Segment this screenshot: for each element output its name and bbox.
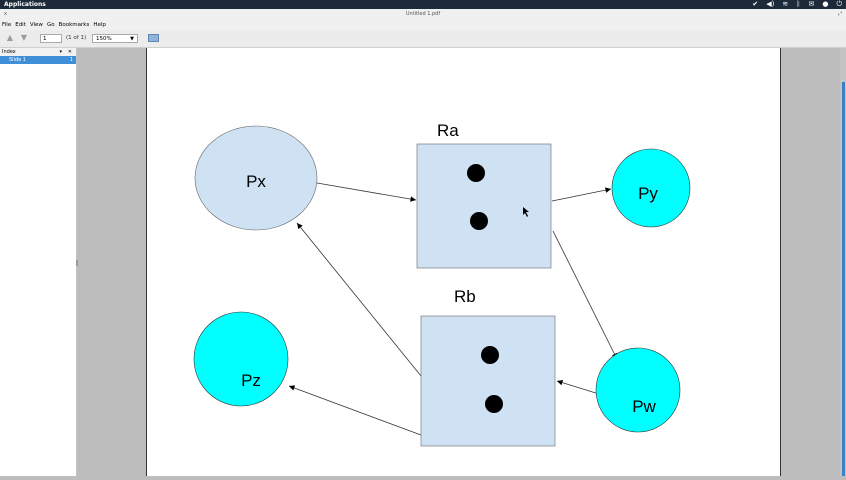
- power-icon[interactable]: ⏻: [836, 0, 842, 8]
- arrow-px-ra: [316, 182, 417, 202]
- system-tray: ✔ ◀) ≋ ᛒ ✉ ● ⏻: [752, 0, 842, 9]
- sidebar-item-label: Slide 1: [9, 57, 26, 63]
- node-px: [194, 125, 318, 231]
- menu-view[interactable]: View: [29, 22, 43, 28]
- arrow-rb-pz: [288, 385, 422, 436]
- dot-ra-1: [467, 164, 485, 182]
- applications-menu[interactable]: Applications: [4, 1, 46, 8]
- menu-bookmarks[interactable]: Bookmarks: [58, 22, 90, 28]
- sidebar-item-slide-1[interactable]: Slide 1 1: [0, 56, 76, 64]
- vertical-scrollbar[interactable]: [840, 48, 846, 476]
- dot-rb-1: [481, 346, 499, 364]
- mail-icon[interactable]: ✉: [808, 0, 815, 8]
- close-icon[interactable]: x: [4, 11, 7, 17]
- page-count: (1 of 1): [66, 35, 87, 41]
- label-pz: Pz: [241, 371, 261, 390]
- menu-help[interactable]: Help: [93, 22, 106, 28]
- node-ra: [416, 143, 552, 269]
- dot-rb-2: [485, 395, 503, 413]
- sidebar-header: Index ▾ ✕: [0, 48, 76, 56]
- label-rb: Rb: [454, 287, 476, 306]
- menu-edit[interactable]: Edit: [15, 22, 26, 28]
- zoom-value: 150%: [96, 36, 112, 42]
- mouse-cursor-icon: [523, 207, 529, 217]
- node-py: [611, 148, 691, 228]
- diagram: Px Ra Py Rb Pz Pw: [193, 121, 691, 447]
- resize-handle[interactable]: [76, 260, 78, 266]
- label-ra: Ra: [437, 121, 459, 140]
- label-px: Px: [246, 172, 266, 191]
- arrow-ra-py: [551, 187, 612, 202]
- top-panel: Applications ✔ ◀) ≋ ᛒ ✉ ● ⏻: [0, 0, 846, 9]
- wifi-icon[interactable]: ≋: [782, 0, 789, 8]
- document-viewer: Px Ra Py Rb Pz Pw: [78, 48, 846, 476]
- window-titlebar: x Untitled 1.pdf ⤢: [0, 9, 846, 20]
- arrow-rb-px: [296, 222, 422, 377]
- volume-icon[interactable]: ◀): [766, 0, 775, 8]
- user-icon[interactable]: ●: [822, 0, 829, 8]
- restore-icon[interactable]: ⤢: [837, 11, 842, 17]
- toolbar: ▲ ▼ 1 (1 of 1) 150% ▼: [0, 30, 846, 48]
- node-pz: [193, 311, 289, 407]
- arrow-ra-pw: [552, 230, 618, 360]
- node-pw: [595, 347, 681, 433]
- close-sidebar-icon[interactable]: ✕: [67, 49, 72, 55]
- zoom-select[interactable]: 150% ▼: [92, 34, 138, 43]
- page-number-input[interactable]: 1: [40, 34, 62, 43]
- bluetooth-icon[interactable]: ᛒ: [796, 0, 801, 8]
- dropdown-icon[interactable]: ▾: [59, 49, 62, 55]
- index-sidebar: Index ▾ ✕ Slide 1 1: [0, 48, 77, 476]
- menu-file[interactable]: File: [2, 22, 12, 28]
- arrow-pw-rb: [556, 379, 600, 395]
- label-py: Py: [638, 184, 658, 203]
- pdf-page: Px Ra Py Rb Pz Pw: [146, 48, 781, 476]
- dot-ra-2: [470, 212, 488, 230]
- window-title: Untitled 1.pdf: [405, 11, 441, 17]
- sidebar-title: Index: [2, 49, 16, 55]
- menu-go[interactable]: Go: [46, 22, 55, 28]
- node-rb: [420, 315, 556, 447]
- scrollbar-thumb[interactable]: [842, 82, 845, 476]
- next-page-icon[interactable]: ▼: [20, 33, 28, 42]
- sidebar-toggle-button[interactable]: [148, 34, 159, 42]
- checkmark-icon[interactable]: ✔: [752, 0, 759, 8]
- menu-bar: File Edit View Go Bookmarks Help: [0, 20, 846, 30]
- chevron-down-icon: ▼: [130, 36, 134, 42]
- sidebar-item-page: 1: [69, 57, 73, 63]
- label-pw: Pw: [632, 397, 656, 416]
- previous-page-icon[interactable]: ▲: [6, 33, 14, 42]
